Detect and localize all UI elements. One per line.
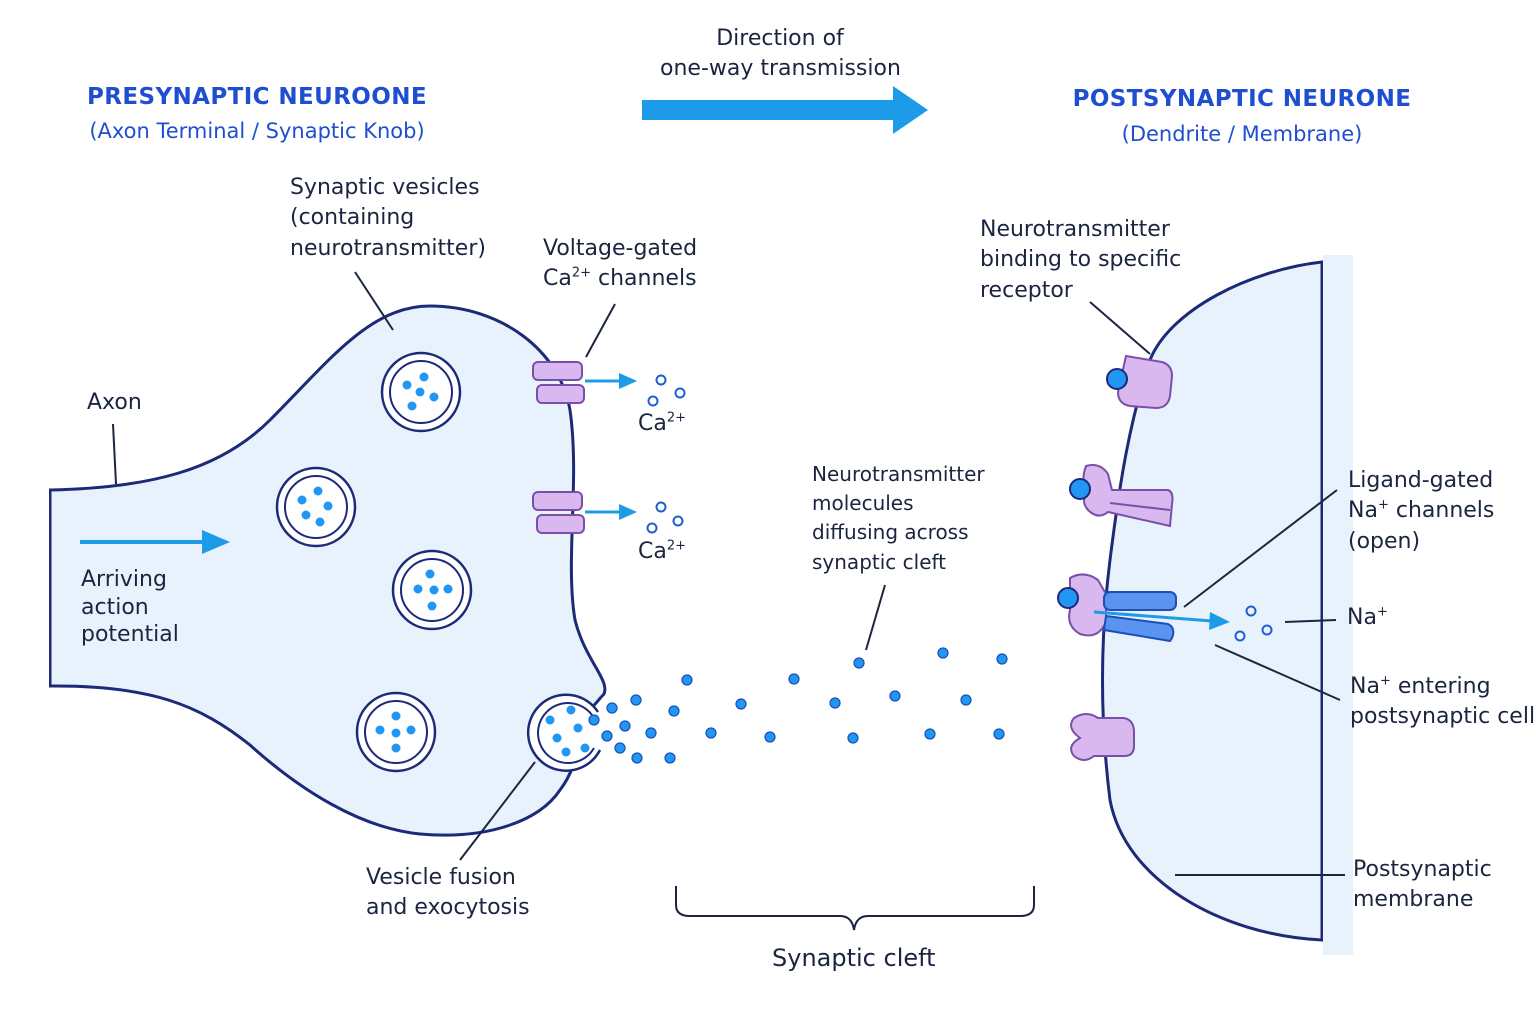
post-membrane-line: Postsynaptic bbox=[1353, 857, 1492, 882]
presynaptic-subtitle: (Axon Terminal / Synaptic Knob) bbox=[89, 119, 425, 143]
vesicle bbox=[380, 351, 462, 433]
synaptic-cleft-label: Synaptic cleft bbox=[772, 944, 936, 972]
na-ion-label: Na+ bbox=[1347, 603, 1388, 633]
vesicle bbox=[275, 466, 357, 548]
nt-diffusing-label: Neurotransmitter molecules diffusing acr… bbox=[812, 460, 985, 577]
entering-word: entering bbox=[1390, 674, 1491, 699]
vesicles-label: Synaptic vesicles (containing neurotrans… bbox=[290, 173, 486, 264]
nt-binding-label: Neurotransmitter binding to specific rec… bbox=[980, 215, 1181, 306]
direction-line-1: Direction of bbox=[716, 26, 844, 51]
nt-binding-line: Neurotransmitter bbox=[980, 217, 1170, 242]
arriving-label: Arriving action potential bbox=[81, 566, 179, 649]
ca-charge: 2+ bbox=[666, 410, 687, 426]
vesicle bbox=[391, 549, 473, 631]
nt-diffusing-line: synaptic cleft bbox=[812, 549, 947, 574]
channels-word: channels bbox=[1388, 498, 1495, 524]
receptor-open-channel bbox=[1057, 573, 1230, 643]
ligand-gated-label: Ligand-gated Na+ channels (open) bbox=[1348, 466, 1494, 557]
arriving-line: Arriving bbox=[81, 567, 167, 592]
channels-word: channels bbox=[591, 266, 697, 292]
presynaptic-terminal bbox=[48, 304, 607, 837]
voltage-gated-channel bbox=[532, 491, 585, 534]
ca-ions bbox=[646, 374, 686, 534]
vesicle-fusion-line: and exocytosis bbox=[366, 895, 530, 921]
post-membrane-line: membrane bbox=[1353, 887, 1474, 913]
ca-charge: 2+ bbox=[571, 266, 592, 282]
ca-symbol: Ca bbox=[638, 411, 667, 436]
vesicle-fusion-label: Vesicle fusion and exocytosis bbox=[366, 863, 530, 924]
vesicle bbox=[355, 691, 437, 773]
leader-lines bbox=[112, 271, 1345, 876]
fusing-vesicle bbox=[526, 693, 602, 772]
arriving-line: potential bbox=[81, 622, 179, 648]
arriving-line: action bbox=[81, 594, 149, 620]
nt-binding-line: receptor bbox=[980, 277, 1073, 303]
na-symbol: Na bbox=[1347, 605, 1377, 630]
direction-label: Direction of one-way transmission bbox=[660, 24, 901, 85]
ligand-gated-line-3: (open) bbox=[1348, 528, 1421, 554]
na-charge: + bbox=[1379, 673, 1391, 689]
vesicles-label-line: Synaptic vesicles bbox=[290, 175, 480, 200]
na-entering-line-1: Na+ entering bbox=[1350, 672, 1535, 702]
ca-influx-arrow bbox=[585, 504, 637, 520]
vesicles-label-line: neurotransmitter) bbox=[290, 235, 486, 261]
voltage-gated-line-1: Voltage-gated bbox=[543, 236, 698, 261]
postsynaptic-title: POSTSYNAPTIC NEURONE bbox=[1072, 86, 1412, 112]
voltage-gated-channel bbox=[532, 361, 585, 404]
axon-label: Axon bbox=[87, 390, 142, 415]
direction-line-2: one-way transmission bbox=[660, 56, 901, 82]
nt-diffusing-line: molecules bbox=[812, 491, 914, 516]
nt-diffusing-line: diffusing across bbox=[812, 520, 969, 545]
vesicles-label-line: (containing bbox=[290, 205, 415, 231]
voltage-gated-label: Voltage-gated Ca2+ channels bbox=[543, 234, 697, 295]
ca-symbol: Ca bbox=[543, 266, 572, 292]
receptor-bound bbox=[1106, 354, 1174, 410]
na-entering-line-2: postsynaptic cell bbox=[1350, 704, 1536, 730]
nt-binding-line: binding to specific bbox=[980, 247, 1182, 273]
presynaptic-title: PRESYNAPTIC NEUROONE bbox=[87, 84, 427, 110]
nt-diffusing-line: Neurotransmitter bbox=[812, 462, 985, 486]
action-potential-arrow bbox=[80, 530, 230, 554]
ca-symbol: Ca bbox=[638, 539, 667, 564]
cleft-brace bbox=[675, 886, 1035, 931]
ligand-gated-line-1: Ligand-gated bbox=[1348, 468, 1494, 493]
postsynaptic-subtitle: (Dendrite / Membrane) bbox=[1121, 122, 1363, 146]
receptor-empty bbox=[1070, 713, 1135, 761]
ca-influx-arrow bbox=[585, 373, 637, 389]
ligand-gated-line-2: Na+ channels bbox=[1348, 496, 1494, 526]
ca-charge: 2+ bbox=[666, 538, 687, 554]
ca-ion-label: Ca2+ bbox=[638, 537, 686, 567]
direction-arrow bbox=[642, 86, 928, 134]
na-symbol: Na bbox=[1348, 498, 1378, 524]
postsynaptic-membrane-label: Postsynaptic membrane bbox=[1353, 855, 1492, 916]
neurotransmitter-molecules bbox=[588, 647, 1008, 764]
postsynaptic-cell bbox=[1101, 260, 1324, 942]
ca-ion-label: Ca2+ bbox=[638, 409, 686, 439]
na-charge: + bbox=[1376, 604, 1388, 620]
na-entering-label: Na+ entering postsynaptic cell bbox=[1350, 672, 1535, 733]
na-symbol: Na bbox=[1350, 674, 1380, 699]
na-charge: + bbox=[1377, 498, 1389, 514]
na-ions bbox=[1234, 605, 1273, 642]
voltage-gated-line-2: Ca2+ channels bbox=[543, 264, 697, 294]
vesicle-fusion-line: Vesicle fusion bbox=[366, 865, 516, 890]
receptor-ligand-gated bbox=[1069, 464, 1174, 528]
